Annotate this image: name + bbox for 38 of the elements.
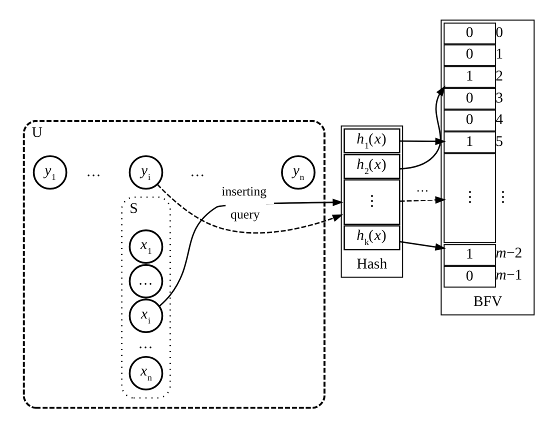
node-label: 2	[496, 68, 503, 84]
node-label: ⋮	[496, 190, 511, 206]
node-label: 0	[496, 24, 503, 41]
arrow	[156, 184, 344, 234]
node-box: 1	[444, 66, 496, 88]
node-label: 3	[496, 90, 503, 106]
node-circle: y$_{1}$	[32, 155, 68, 190]
node-box: 1	[444, 131, 496, 154]
edge-label: …	[416, 180, 429, 195]
node-box: h$_{1}$(x)	[344, 128, 400, 154]
node-box: 0	[444, 22, 496, 44]
label: …	[190, 164, 205, 180]
node-box: ⋮	[344, 179, 400, 226]
node-circle: y$_{i}$	[128, 155, 164, 190]
arrow	[400, 196, 446, 204]
node-box: 0	[444, 88, 496, 110]
node-box: h$_{2}$(x)	[344, 154, 400, 180]
node-box: 1	[444, 244, 496, 266]
node-circle: x$_{1}$	[128, 229, 164, 264]
node-circle: x$_{n}$	[128, 356, 164, 390]
edge-label: inserting	[222, 184, 267, 199]
label: …	[86, 164, 101, 180]
node-circle: …	[128, 264, 164, 298]
node-box: ⋮	[444, 153, 496, 244]
node-box: 0	[444, 44, 496, 66]
node-label: 4	[496, 112, 503, 128]
node-box: h$_{k}$(x)	[344, 225, 400, 250]
edge-label: query	[230, 207, 260, 222]
node-label: m−2	[496, 246, 522, 262]
arrow	[400, 241, 446, 251]
node-box: 0	[444, 266, 496, 288]
node-label: 5	[496, 134, 503, 150]
node-label: m−1	[496, 267, 522, 284]
node-circle: x$_{i}$	[128, 298, 164, 334]
node-circle: y$_{n}$	[281, 155, 316, 190]
label: …	[138, 336, 153, 352]
node-box: 0	[444, 110, 496, 132]
node-label: 1	[496, 46, 503, 63]
